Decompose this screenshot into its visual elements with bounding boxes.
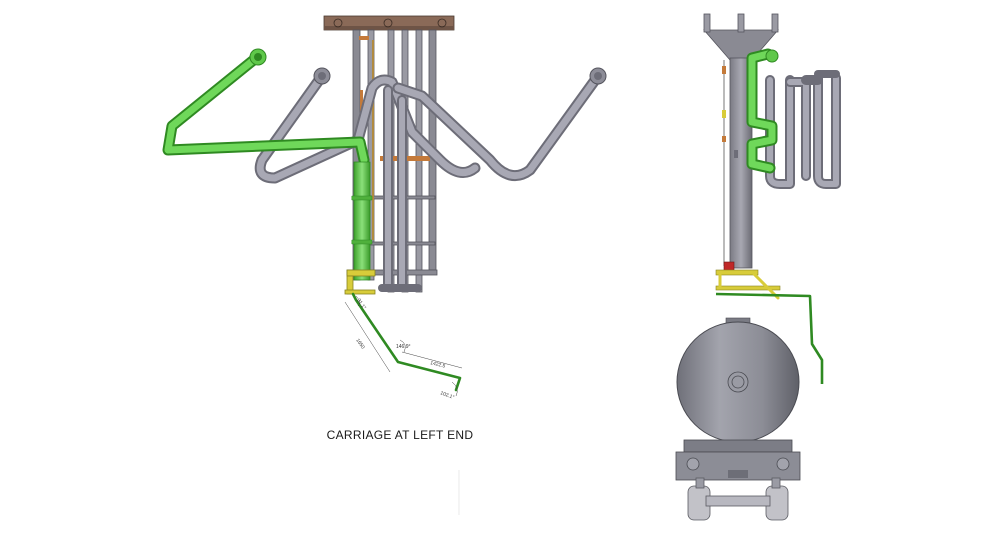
dimension-labels: 1650 1422.5 146.9° 102.1° 31.1°: [354, 298, 455, 401]
dimension-d1: 1650: [354, 338, 365, 351]
view-caption: CARRIAGE AT LEFT END: [326, 428, 474, 442]
dimension-d4: 102.1°: [439, 390, 455, 401]
dropdown-pipe: [351, 292, 462, 392]
tank-car: [675, 317, 801, 481]
side-green-flange: [765, 49, 779, 63]
side-gray-pipes: [765, 70, 841, 189]
dimension-lines: [344, 295, 463, 397]
gray-loading-arms: [254, 70, 604, 292]
tank-car-wheels: [687, 477, 789, 521]
side-green-pipe: [746, 48, 778, 174]
dimension-d3: 146.9°: [396, 344, 411, 350]
right-side-view: [675, 13, 841, 521]
side-dropdown-pipe: [715, 292, 824, 384]
dimension-d2: 1422.5: [430, 360, 447, 370]
green-arm-end-flange: [249, 48, 267, 66]
gray-arm-end-flanges: [313, 67, 607, 85]
dimension-d5: 31.1°: [355, 298, 367, 311]
side-base-bracket: [715, 261, 781, 300]
yellow-bracket: [344, 269, 376, 295]
top-mounting-plate: [323, 15, 455, 31]
green-loading-arm: [162, 52, 373, 281]
left-front-view: 1650 1422.5 146.9° 102.1° 31.1°: [162, 15, 607, 515]
